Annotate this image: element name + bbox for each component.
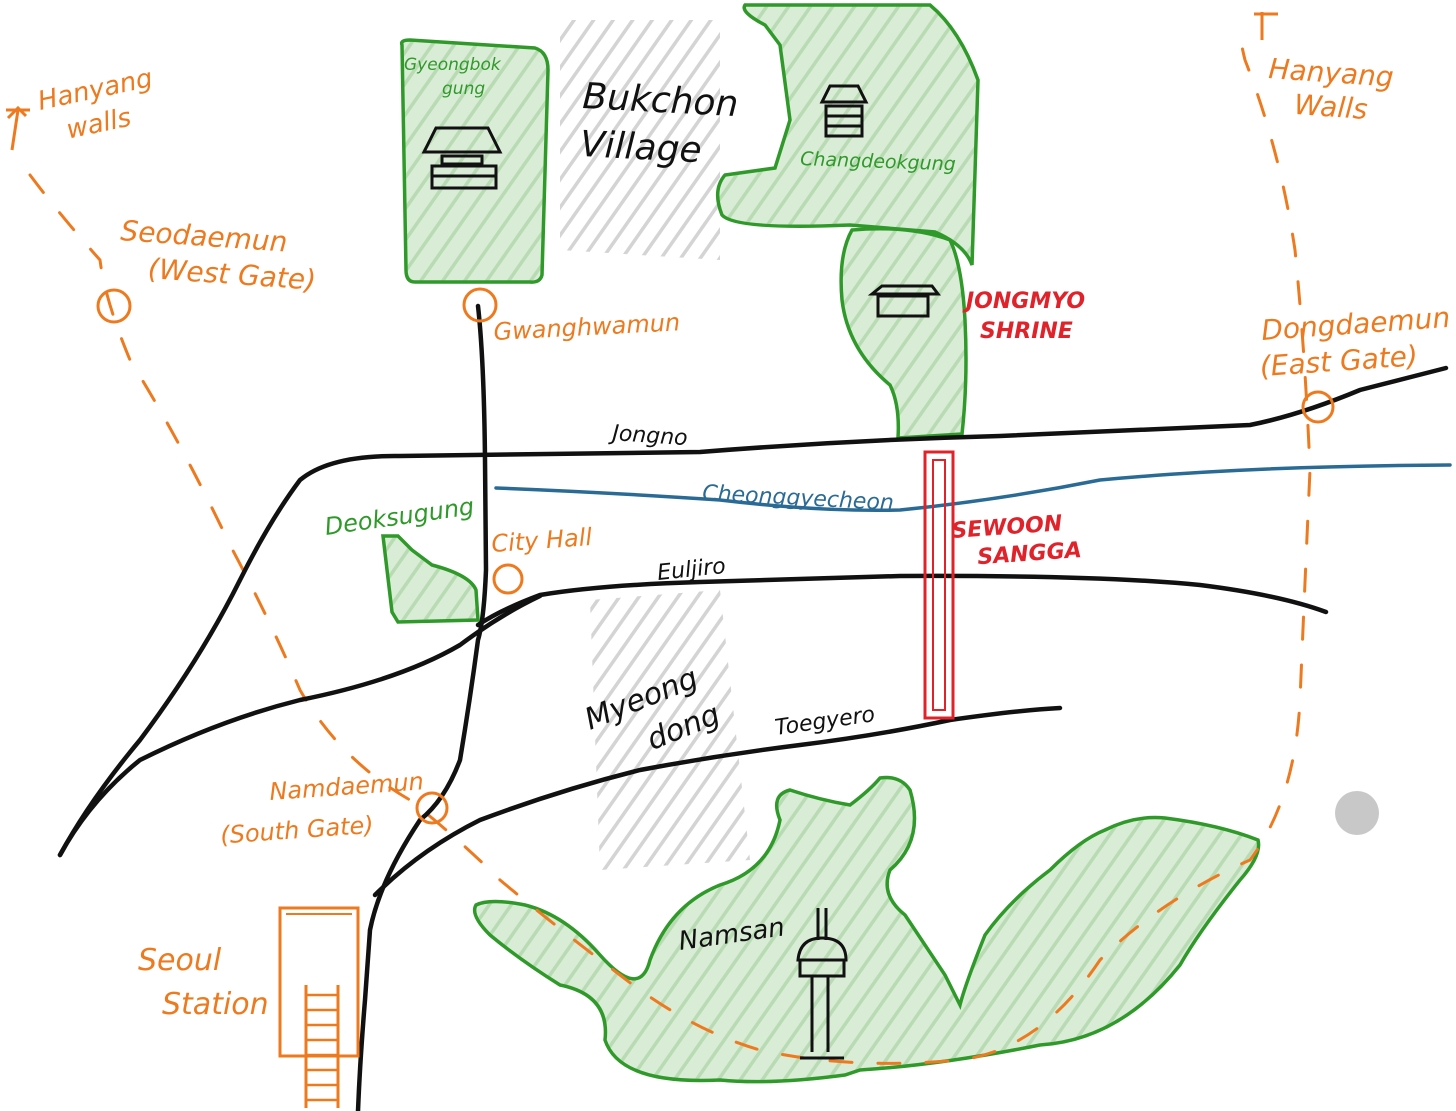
wall-arrow-left [6, 105, 30, 151]
station-label: Station [162, 987, 269, 1022]
road-jongno [57, 365, 1449, 858]
bukchon-village-area [560, 20, 720, 260]
changdeokgung-label: Changdeokgung [800, 148, 956, 175]
sangga-label: SANGGA [977, 538, 1083, 570]
palace-icon [819, 84, 869, 138]
gwanghwamun-marker [462, 287, 498, 323]
palace-icon [421, 126, 503, 190]
hanyang-wall-west [28, 28, 1312, 1065]
jongmyo-label: JONGMYO [962, 289, 1085, 314]
road-toegyero [372, 705, 1063, 898]
sewoon-sangga-building [923, 450, 955, 720]
gyeongbokgung-park [399, 38, 550, 284]
namdaemun-label: Namdaemun [268, 767, 424, 806]
svg-text:BukchonVillage: BukchonVillage [579, 76, 739, 173]
svg-text:Seodaemun(West Gate): Seodaemun(West Gate) [117, 214, 320, 297]
sewoon-label: SEWOON [951, 511, 1063, 544]
seodaemun-sublabel: (West Gate) [147, 252, 317, 297]
svg-text:Dongdaemun(East Gate): Dongdaemun(East Gate) [1256, 301, 1453, 383]
myeongdong-area [590, 590, 750, 870]
road-sw-extension [57, 593, 543, 858]
cheonggyecheon-stream [494, 463, 1452, 513]
city-hall-marker [492, 563, 524, 595]
gyeongbokgung-sublabel: gung [442, 79, 485, 99]
seodaemun-marker [96, 288, 132, 324]
seoul-tower-icon [796, 908, 848, 1060]
namdaemun-marker [415, 791, 449, 825]
jongmyo-park [839, 227, 968, 440]
gray-dot-marker [1335, 791, 1379, 835]
hanyang-walls-right-1: Hanyang [1268, 52, 1395, 94]
svg-text:SEWOONSANGGA: SEWOONSANGGA [951, 510, 1083, 572]
hanyang-walls-right-2: Walls [1293, 88, 1369, 126]
train-tracks-icon [278, 906, 360, 1108]
seodaemun-label: Seodaemun [120, 214, 289, 259]
shrine-icon [867, 284, 941, 318]
seoul-label: Seoul [138, 943, 222, 978]
city-hall-label: City Hall [490, 523, 593, 558]
village-label: Village [579, 124, 703, 171]
gyeongbokgung-label: Gyeongbok [404, 55, 502, 75]
wall-arrow-right [1254, 12, 1278, 40]
road-vertical-sejongno [355, 303, 489, 1111]
namsan-park [472, 775, 1261, 1084]
svg-text:HanyangWalls: HanyangWalls [1265, 52, 1395, 128]
shrine-label: SHRINE [980, 319, 1073, 344]
svg-text:Hanyangwalls: Hanyangwalls [35, 63, 162, 150]
dongdaemun-marker [1301, 390, 1335, 424]
gwanghwamun-label: Gwanghwamun [493, 308, 681, 346]
jongno-label: Jongno [608, 421, 689, 451]
bukchon-label: Bukchon [582, 76, 740, 125]
deoksugung-label: Deoksugung [323, 492, 476, 541]
dongdaemun-sublabel: (East Gate) [1259, 339, 1419, 383]
namdaemun-sublabel: (South Gate) [219, 811, 374, 850]
cheonggyecheon-label: Cheonggyecheon [702, 481, 895, 516]
dongdaemun-label: Dongdaemun [1260, 301, 1451, 347]
svg-text:Namdaemun(South Gate): Namdaemun (South Gate) [217, 767, 428, 849]
deoksugung-park [381, 534, 480, 624]
